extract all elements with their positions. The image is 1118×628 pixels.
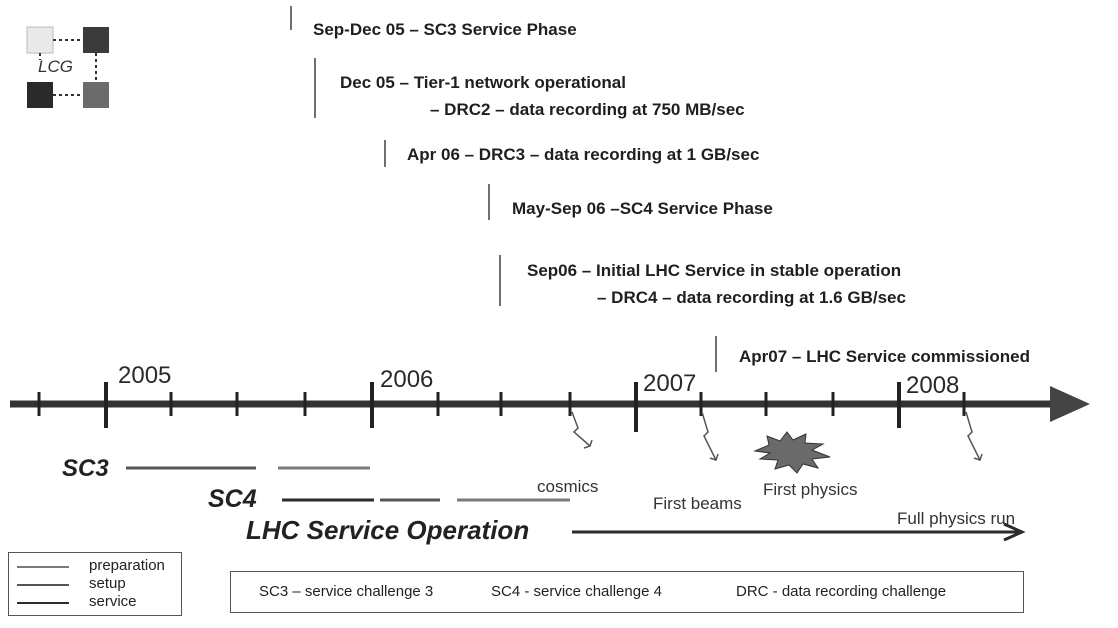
lcg-logo-text: LCG [38, 57, 73, 76]
timeline-axis [10, 386, 1090, 422]
cosmics-arrow-icon [571, 411, 591, 447]
phase-lhc-label: LHC Service Operation [246, 515, 530, 545]
quarter-ticks [37, 392, 966, 416]
legend-swatch-preparation [17, 566, 69, 568]
legend-label-preparation: preparation [89, 557, 165, 574]
legend: preparation setup service [8, 552, 182, 616]
glossary-sc4: SC4 - service challenge 4 [491, 583, 662, 600]
milestone-drc2: – DRC2 – data recording at 750 MB/sec [430, 100, 745, 119]
year-ticks [104, 382, 901, 432]
first-beams-arrow-icon [701, 411, 717, 461]
full-physics-arrow-icon [965, 411, 981, 461]
glossary-sc3: SC3 – service challenge 3 [259, 583, 434, 600]
year-2007: 2007 [643, 370, 697, 397]
milestone-apr06-drc3: Apr 06 – DRC3 – data recording at 1 GB/s… [407, 145, 760, 164]
phase-sc3-label: SC3 [62, 455, 109, 482]
milestone-sc4-phase: May-Sep 06 –SC4 Service Phase [512, 199, 773, 218]
glossary-drc: DRC - data recording challenge [736, 583, 947, 600]
legend-label-service: service [89, 593, 137, 610]
milestone-dec05-tier1: Dec 05 – Tier-1 network operational [340, 73, 626, 92]
event-full-physics-run: Full physics run [897, 509, 1016, 528]
year-2008: 2008 [906, 372, 960, 399]
event-cosmics: cosmics [537, 477, 599, 496]
event-first-beams: First beams [653, 494, 742, 513]
legend-label-setup: setup [89, 575, 126, 592]
year-2005: 2005 [118, 362, 172, 389]
milestone-drc4: – DRC4 – data recording at 1.6 GB/sec [597, 288, 906, 307]
lcg-logo [26, 26, 109, 108]
milestone-apr07-commissioned: Apr07 – LHC Service commissioned [739, 347, 1031, 366]
milestone-sc3-phase: Sep-Dec 05 – SC3 Service Phase [313, 20, 577, 39]
legend-swatch-service [17, 602, 69, 604]
event-arrows [571, 411, 983, 461]
legend-swatch-setup [17, 584, 69, 586]
event-first-physics: First physics [763, 480, 858, 499]
glossary: SC3 – service challenge 3 SC4 - service … [230, 571, 1024, 613]
milestone-sep06-lhc: Sep06 – Initial LHC Service in stable op… [527, 261, 902, 280]
milestone-leaders [290, 6, 717, 372]
first-physics-burst-icon [753, 431, 831, 474]
phase-bars [126, 466, 1026, 542]
year-2006: 2006 [380, 366, 434, 393]
phase-sc4-label: SC4 [208, 485, 257, 513]
